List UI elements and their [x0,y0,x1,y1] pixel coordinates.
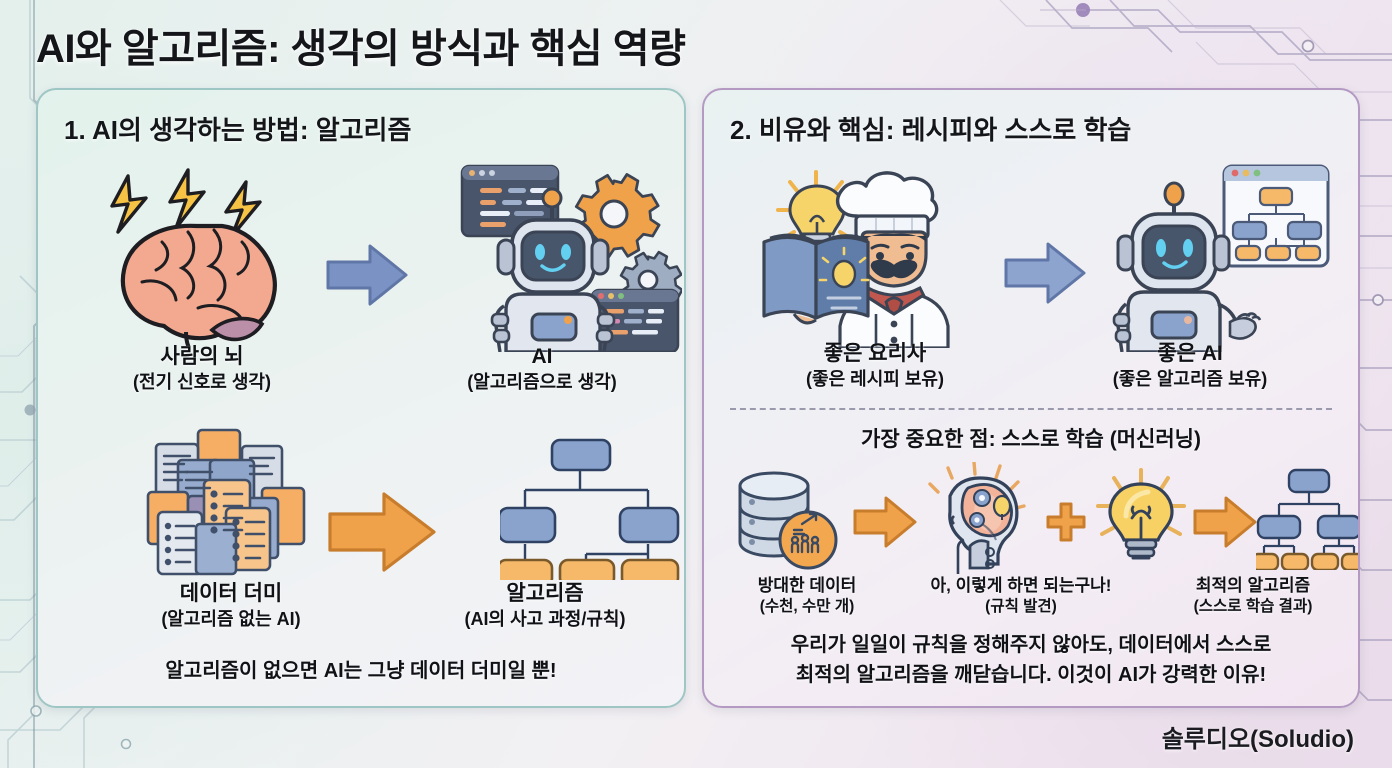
right-panel-footnote-line1: 우리가 일일이 규칙을 정해주지 않아도, 데이터에서 스스로 [790,634,1272,656]
document-pile-icon [146,428,306,576]
plus-sign-icon [1046,502,1086,542]
chef-with-recipe-book-icon [762,170,950,348]
caption-ml-step-3: 최적의 알고리즘 (스스로 학습 결과) [1193,576,1313,616]
database-stack-icon [738,471,838,570]
section-divider [730,408,1332,410]
ai-head-brain-gears-icon [928,462,1026,574]
panel-right-heading: 2. 비유와 핵심: 레시피와 스스로 학습 [730,115,1132,145]
arrow-right-orange-icon [1193,496,1257,548]
panel-ai-thinking-method: 1. AI의 생각하는 방법: 알고리즘 [36,88,686,708]
page-title: AI와 알고리즘: 생각의 방식과 핵심 역량 [36,27,686,71]
arrow-right-orange-icon [328,492,436,572]
arrow-right-blue-icon [326,244,408,306]
arrow-right-orange-icon [853,496,917,548]
robot-with-gears-icon [460,164,682,352]
brand-label: 솔루디오(Soludio) [1161,726,1354,753]
lightbulb-icon [1096,468,1186,560]
arrow-right-blue-icon [1004,242,1086,304]
caption-ml-step-1: 방대한 데이터 (수천, 수만 개) [757,576,857,616]
circuit-node-dot [1076,3,1090,17]
caption-human-brain: 사람의 뇌 (전기 신호로 생각) [133,345,271,393]
right-panel-footnote-line2: 최적의 알고리즘을 깨닫습니다. 이것이 AI가 강력한 이유! [795,664,1267,686]
caption-good-ai: 좋은 AI (좋은 알고리즘 보유) [1112,342,1268,390]
left-panel-footnote: 알고리즘이 없으면 AI는 그냥 데이터 더미일 뿐! [165,660,557,682]
tree-diagram-icon [500,438,680,580]
ml-subheading: 가장 중요한 점: 스스로 학습 (머신러닝) [861,428,1201,451]
caption-data-pile: 데이터 더미 (알고리즘 없는 AI) [161,582,301,630]
panel-metaphor-and-core: 2. 비유와 핵심: 레시피와 스스로 학습 [702,88,1360,708]
caption-algorithm: 알고리즘 (AI의 사고 과정/규칙) [464,582,626,630]
caption-good-chef: 좋은 요리사 (좋은 레시피 보유) [806,342,944,390]
caption-ai: AI (알고리즘으로 생각) [467,345,617,393]
panel-left-heading: 1. AI의 생각하는 방법: 알고리즘 [64,115,412,145]
caption-ml-step-2: 아, 이렇게 하면 되는구나! (규칙 발견) [930,576,1112,616]
brain-with-lightning-icon [110,168,277,346]
tree-diagram-icon [1256,468,1358,570]
robot-with-flowchart-icon [1112,164,1330,352]
